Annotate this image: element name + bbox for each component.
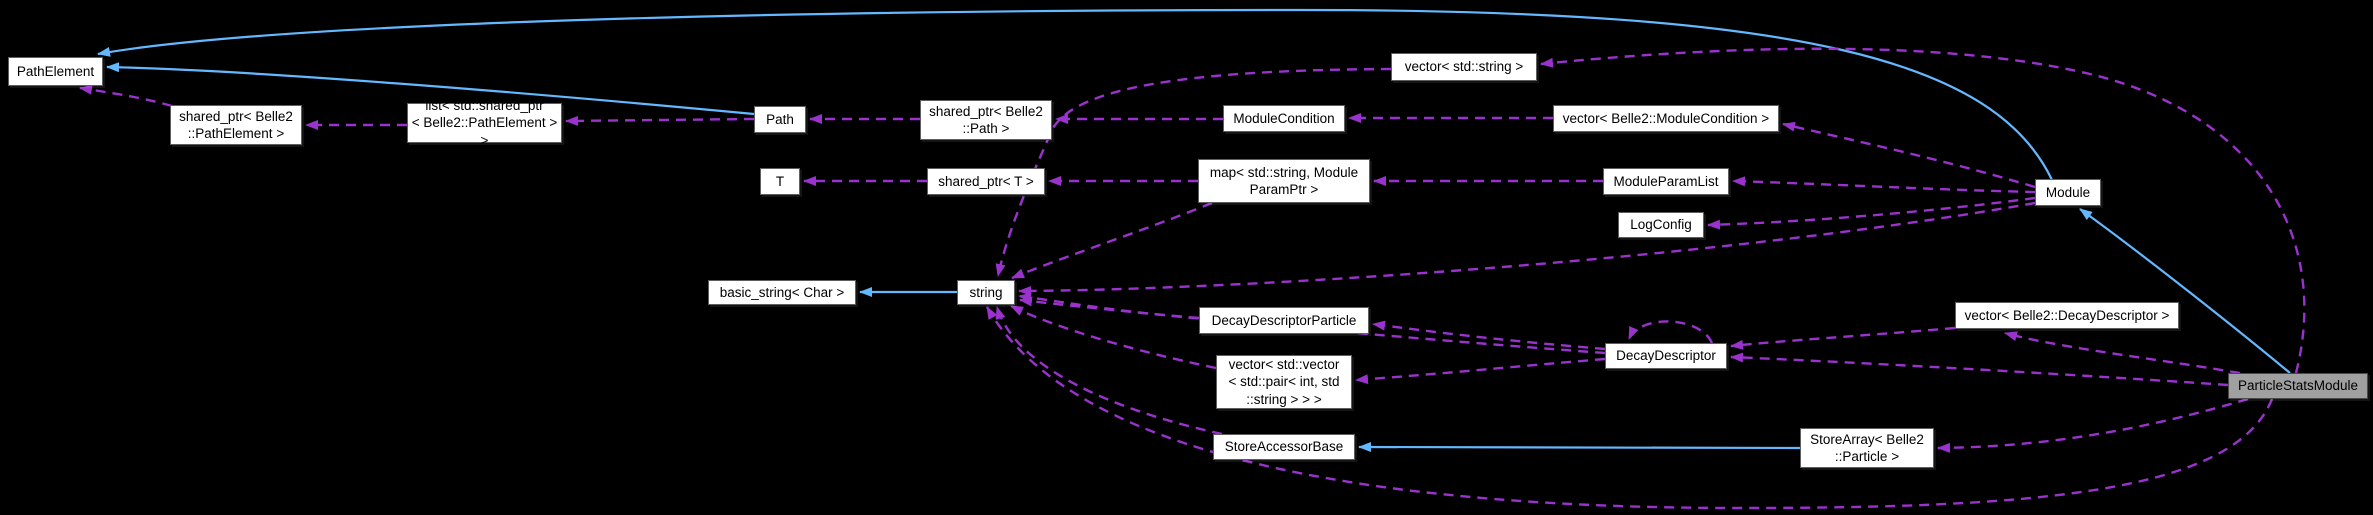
edge-store-array-particle-to-store-accessor-base (1358, 442, 1801, 453)
edge-map-module-param-to-string (1011, 201, 1213, 280)
edge-particle-stats-module-to-decay-descriptor (1730, 352, 2229, 387)
node-module[interactable]: Module (2035, 179, 2101, 206)
node-store-accessor-base[interactable]: StoreAccessorBase (1213, 434, 1355, 460)
node-shared-ptr-belle2-path[interactable]: shared_ptr< Belle2 ::Path > (920, 100, 1052, 140)
node-path[interactable]: Path (754, 106, 806, 133)
edge-decay-descriptor-to-decay-descriptor (1627, 320, 1714, 344)
node-module-condition[interactable]: ModuleCondition (1223, 105, 1345, 132)
edge-module-to-log-config (1707, 196, 2036, 230)
node-t[interactable]: T (760, 168, 800, 195)
node-vector-module-condition[interactable]: vector< Belle2::ModuleCondition > (1553, 105, 1779, 132)
node-decay-descriptor-particle[interactable]: DecayDescriptorParticle (1199, 307, 1369, 334)
node-list-shared-ptr-path-element[interactable]: list< std::shared_ptr < Belle2::PathElem… (407, 98, 562, 148)
edge-vector-std-string-to-string (995, 67, 1392, 277)
node-map-module-param[interactable]: map< std::string, Module ParamPtr > (1198, 159, 1370, 203)
edge-path-to-list-shared-ptr-path-element (565, 115, 755, 126)
edge-module-to-vector-module-condition (1782, 121, 2036, 189)
edge-path-to-path-element (106, 62, 755, 116)
node-string[interactable]: string (957, 280, 1015, 305)
edge-module-to-module-param-list (1732, 176, 2036, 194)
node-vector-decay-descriptor[interactable]: vector< Belle2::DecayDescriptor > (1955, 302, 2179, 329)
edge-particle-stats-module-to-store-array-particle (1937, 397, 2249, 453)
edge-particle-stats-module-to-string (985, 306, 2274, 510)
edge-vector-decay-descriptor-to-decay-descriptor (1730, 326, 1956, 350)
edge-particle-stats-module-to-module (2079, 208, 2291, 374)
edge-module-to-path-element (97, 8, 2053, 181)
node-path-element[interactable]: PathElement (8, 57, 103, 86)
node-store-array-particle[interactable]: StoreArray< Belle2 ::Particle > (1800, 428, 1934, 468)
edge-decay-descriptor-to-vector-pair-int-string (1355, 357, 1606, 385)
edge-store-accessor-base-to-string (995, 306, 1223, 436)
node-shared-ptr-path-element[interactable]: shared_ptr< Belle2 ::PathElement > (170, 105, 302, 145)
edge-vector-pair-int-string-to-string (1010, 304, 1217, 370)
node-module-param-list[interactable]: ModuleParamList (1603, 168, 1729, 195)
node-vector-pair-int-string[interactable]: vector< std::vector < std::pair< int, st… (1216, 355, 1352, 409)
edge-decay-descriptor-to-string (1019, 296, 1606, 355)
node-vector-std-string[interactable]: vector< std::string > (1391, 53, 1537, 81)
edge-particle-stats-module-to-vector-decay-descriptor (2004, 331, 2241, 375)
edge-decay-descriptor-particle-to-string (1018, 292, 1200, 320)
node-shared-ptr-t[interactable]: shared_ptr< T > (927, 168, 1045, 195)
node-log-config[interactable]: LogConfig (1618, 212, 1704, 238)
edge-module-to-string (1018, 201, 2036, 296)
edge-shared-ptr-path-element-to-path-element (79, 84, 173, 108)
node-basic-string[interactable]: basic_string< Char > (708, 280, 856, 305)
edge-decay-descriptor-to-decay-descriptor-particle (1372, 320, 1606, 351)
edge-particle-stats-module-to-vector-std-string (1540, 47, 2306, 374)
node-particle-stats-module: ParticleStatsModule (2228, 373, 2368, 399)
node-decay-descriptor[interactable]: DecayDescriptor (1605, 343, 1727, 369)
